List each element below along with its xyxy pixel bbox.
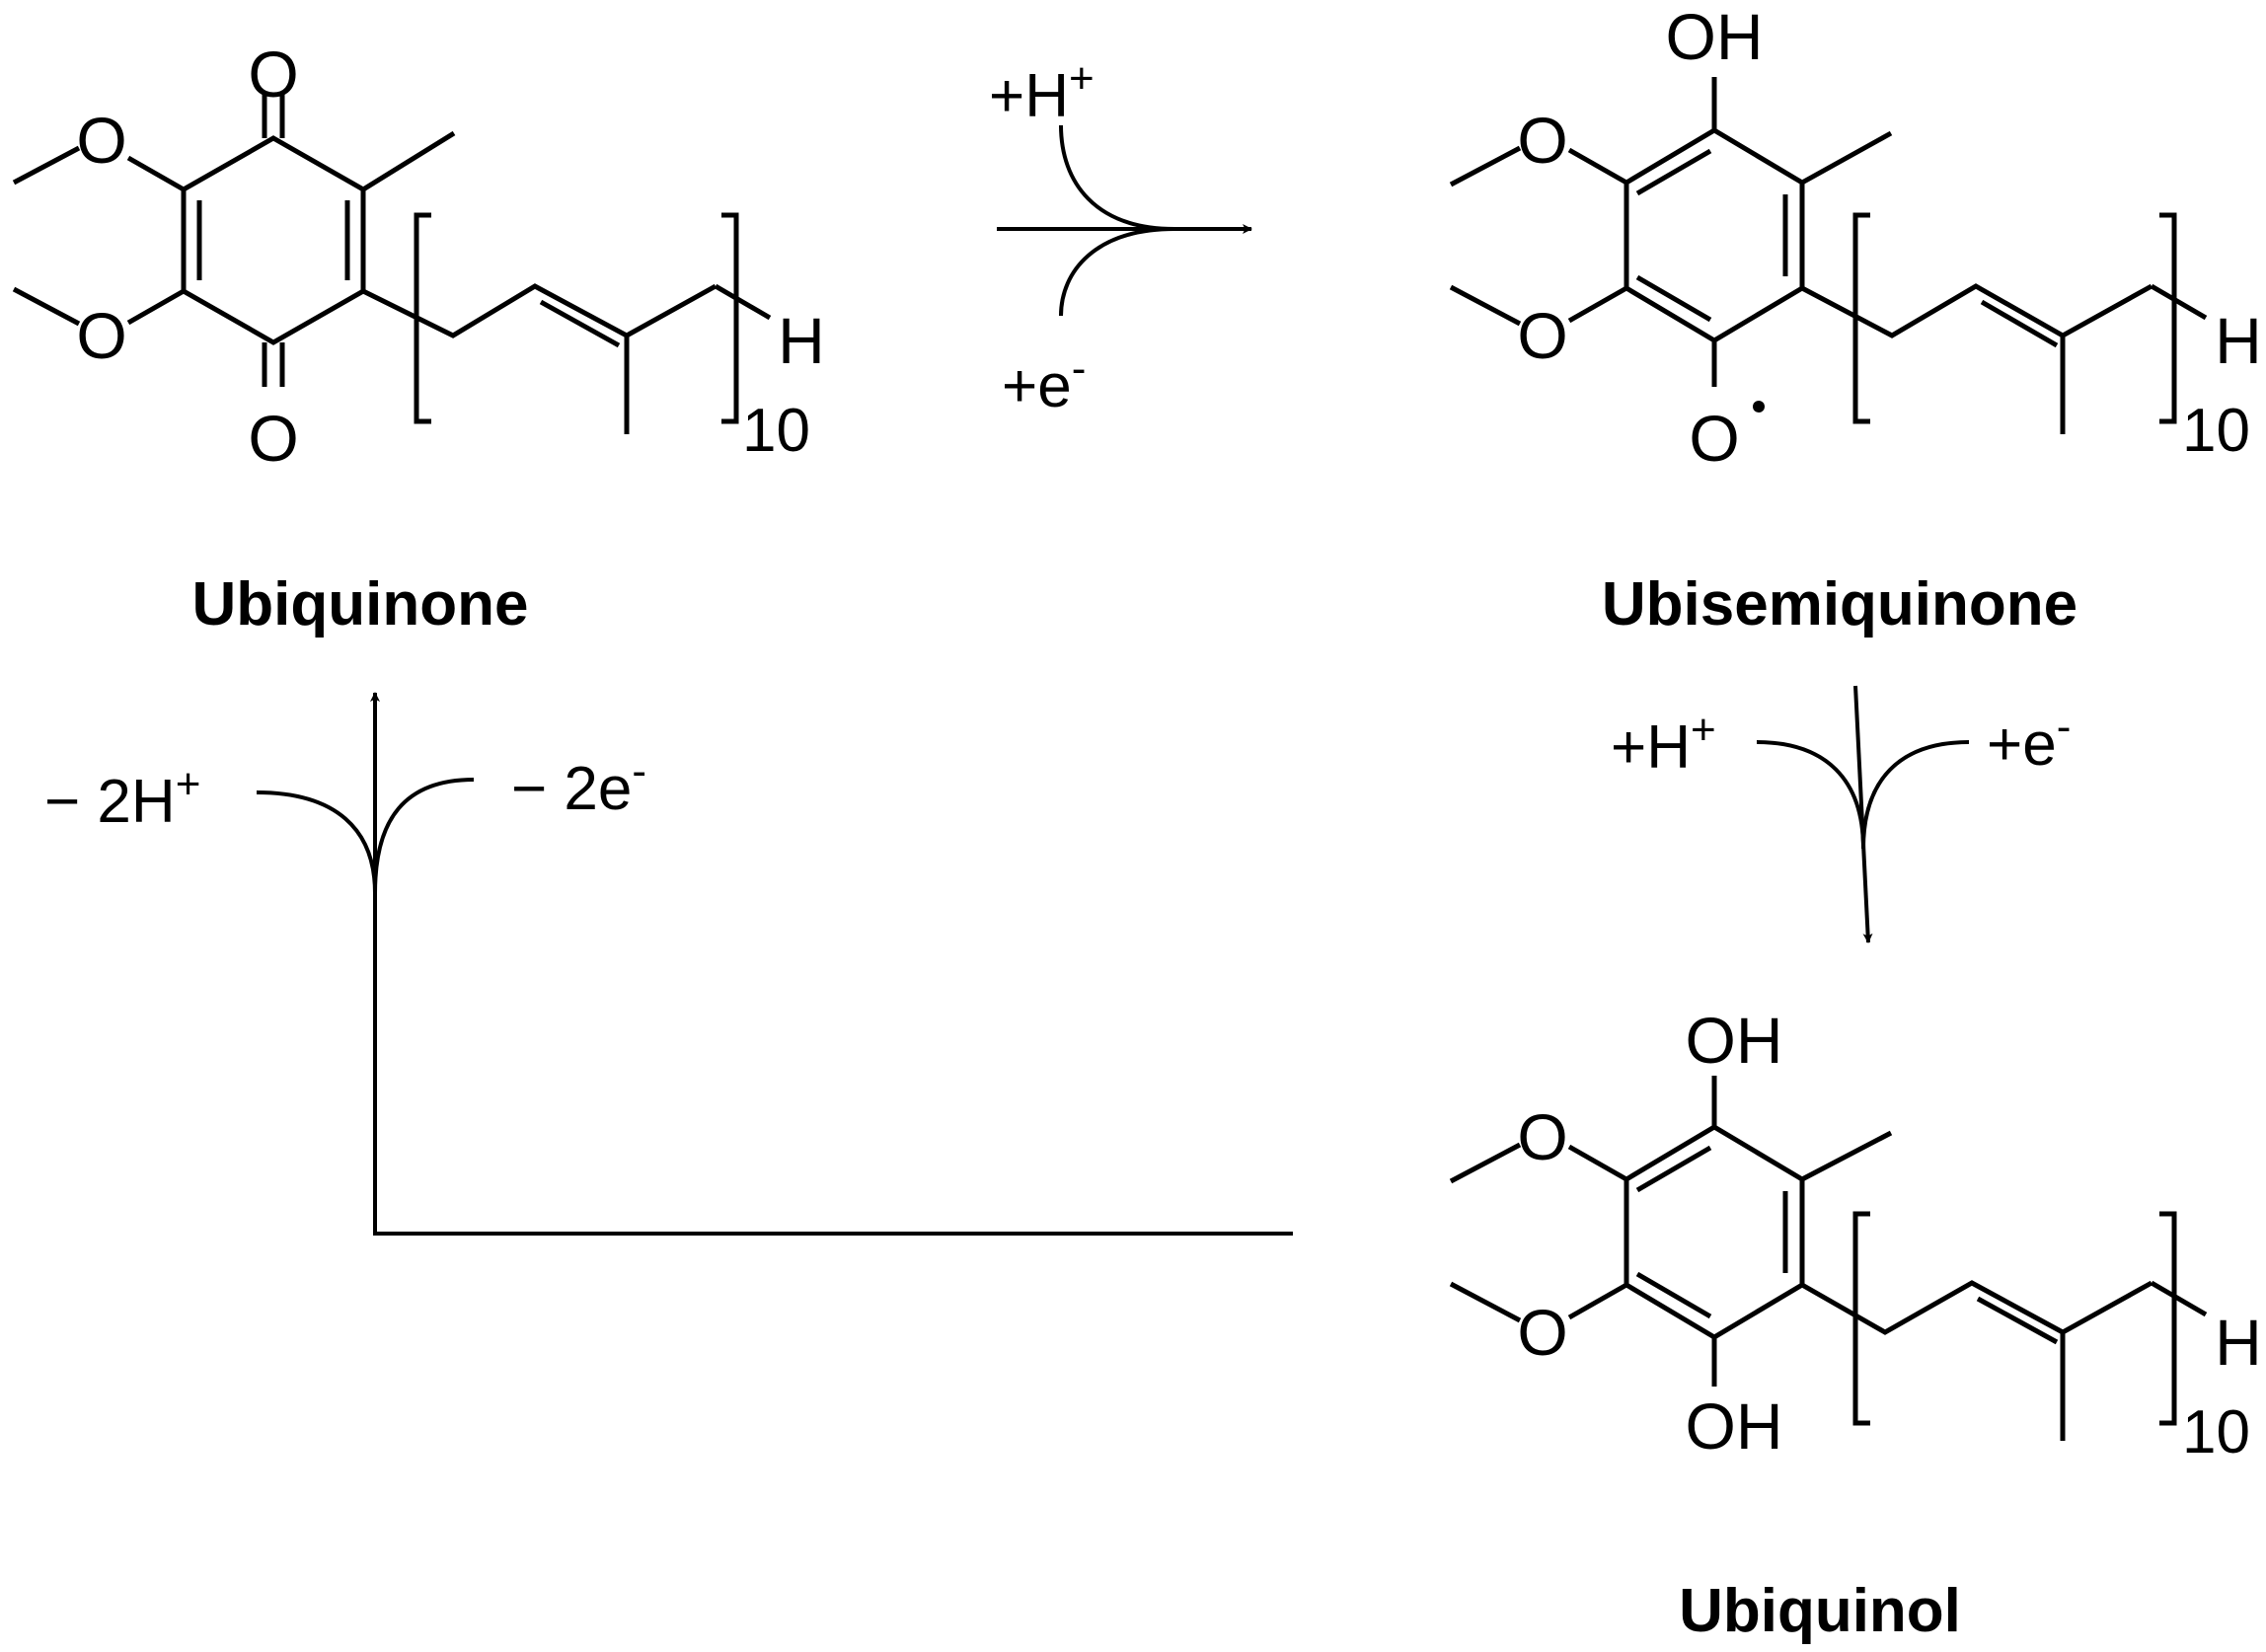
molecule-name: Ubiquinol xyxy=(1679,1577,1961,1645)
reagent-electron: − 2e- xyxy=(511,747,646,823)
ubiquinol-structure: OH OH O O H 10 Ubiquinol xyxy=(1449,1004,2262,1645)
atom-h-end: H xyxy=(2215,304,2262,377)
repeat-count: 10 xyxy=(2182,1398,2250,1466)
reagent-electron: +e- xyxy=(1987,703,2071,779)
atom-h-end: H xyxy=(778,304,825,377)
ring-bonds xyxy=(181,135,366,345)
reagent-proton: +H+ xyxy=(1611,706,1716,782)
atom-o-methoxy: O xyxy=(1517,104,1567,177)
ubisemiquinone-structure: OH O O O H 10 Ubisemiquinone xyxy=(1449,0,2262,638)
atom-h-end: H xyxy=(2215,1306,2262,1379)
reaction-arrow-1: +H+ +e- xyxy=(989,54,1252,420)
reagent-proton: − 2H+ xyxy=(44,760,200,836)
repeat-count: 10 xyxy=(742,397,810,465)
reaction-arrow-2: +H+ +e- xyxy=(1611,685,2071,943)
atom-o-methoxy: O xyxy=(76,299,126,372)
repeat-count: 10 xyxy=(2182,397,2250,465)
reagent-electron: +e- xyxy=(1002,344,1086,420)
molecule-name: Ubiquinone xyxy=(192,570,529,638)
atom-o-top: O xyxy=(248,38,298,111)
ubiquinone-structure: O O O O H 10 Ubiquinone xyxy=(12,38,825,638)
atom-oh-top: OH xyxy=(1666,0,1764,73)
atom-o-methoxy: O xyxy=(1517,299,1567,372)
radical-dot xyxy=(1753,401,1765,413)
atom-o-radical: O xyxy=(1689,402,1739,475)
reaction-arrow-3: − 2H+ − 2e- xyxy=(44,692,1293,1236)
reagent-proton: +H+ xyxy=(989,54,1095,130)
atom-o-bottom: O xyxy=(248,402,298,475)
atom-o-methoxy: O xyxy=(1517,1296,1567,1369)
atom-o-methoxy: O xyxy=(76,104,126,177)
atom-oh-top: OH xyxy=(1686,1004,1783,1077)
atom-oh-bottom: OH xyxy=(1686,1389,1783,1463)
molecule-name: Ubisemiquinone xyxy=(1602,570,2077,638)
atom-o-methoxy: O xyxy=(1517,1100,1567,1173)
